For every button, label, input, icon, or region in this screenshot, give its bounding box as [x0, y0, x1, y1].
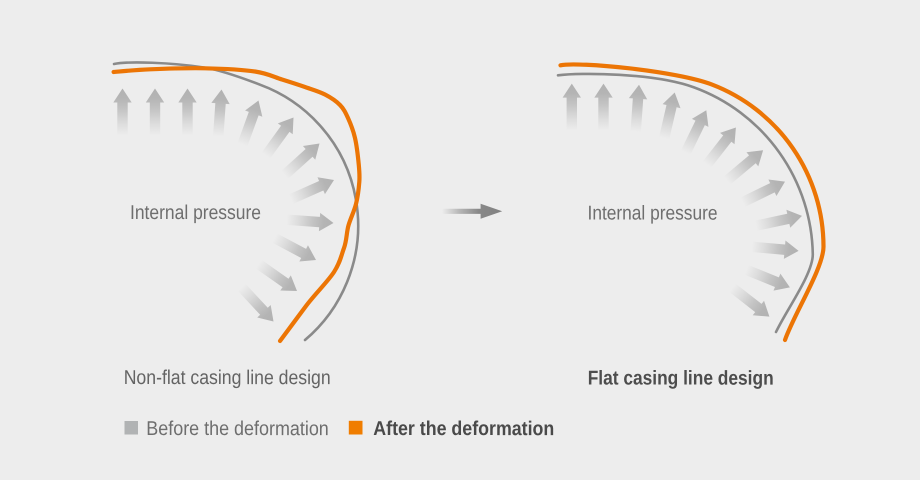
svg-text:Before the deformation: Before the deformation — [146, 418, 329, 440]
svg-text:Internal pressure: Internal pressure — [587, 203, 717, 225]
svg-text:Internal pressure: Internal pressure — [130, 202, 261, 224]
svg-text:Flat casing line design: Flat casing line design — [588, 368, 774, 390]
svg-text:Non-flat casing line design: Non-flat casing line design — [124, 367, 331, 389]
svg-text:After the deformation: After the deformation — [373, 418, 554, 440]
